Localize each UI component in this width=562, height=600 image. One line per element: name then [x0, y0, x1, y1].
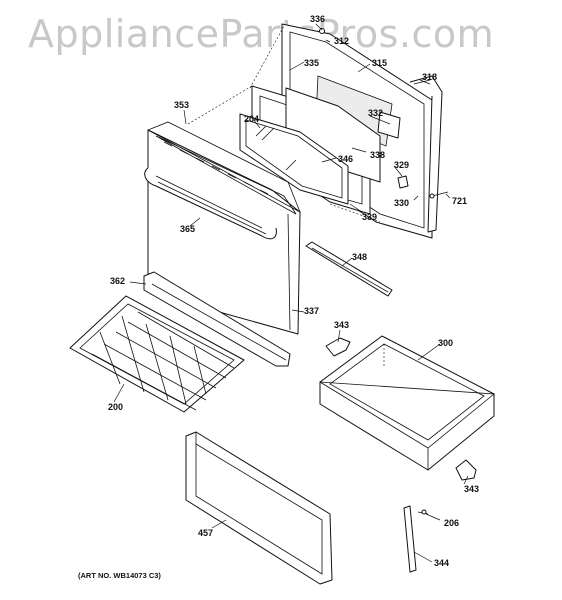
- callout-346: 346: [338, 154, 353, 164]
- callout-200: 200: [108, 402, 123, 412]
- drawer-glide-right: [455, 459, 477, 481]
- watermark-text: AppliancePartsPros.com: [28, 12, 495, 56]
- callout-300: 300: [438, 338, 453, 348]
- drawer-side-rail: [403, 505, 429, 573]
- callout-332: 332: [368, 108, 383, 118]
- callout-339: 339: [362, 212, 377, 222]
- callout-329: 329: [394, 160, 409, 170]
- callout-336: 336: [310, 14, 325, 24]
- callout-315: 315: [372, 58, 387, 68]
- callout-343-right: 343: [464, 484, 479, 494]
- callout-362: 362: [110, 276, 125, 286]
- callout-204: 204: [244, 114, 259, 124]
- callout-457: 457: [198, 528, 213, 538]
- callout-337: 337: [304, 306, 319, 316]
- drawer-glide-left: [325, 337, 351, 357]
- callout-344: 344: [434, 558, 449, 568]
- screw-336: [319, 28, 325, 34]
- callout-330: 330: [394, 198, 409, 208]
- callout-labels: 336 312 335 315 318 353 204 332 346 338 …: [78, 14, 479, 580]
- oven-rack: [69, 295, 245, 413]
- art-number-caption: (ART NO. WB14073 C3): [78, 571, 161, 580]
- callout-338: 338: [370, 150, 385, 160]
- inner-window-glass: [239, 113, 349, 205]
- screw-721: [429, 191, 449, 199]
- callout-721: 721: [452, 196, 467, 206]
- alignment-lines: [187, 25, 381, 223]
- door-gasket-strip: [409, 75, 443, 233]
- callout-312: 312: [334, 36, 349, 46]
- leader-lines: [113, 23, 469, 563]
- storage-drawer: [319, 335, 496, 471]
- lower-trim-bar: [143, 271, 291, 367]
- callout-206: 206: [444, 518, 459, 528]
- callout-348: 348: [352, 252, 367, 262]
- door-hinge-bracket: [377, 111, 401, 139]
- callout-318: 318: [422, 72, 437, 82]
- rack-wires: [91, 311, 235, 411]
- callout-365: 365: [180, 224, 195, 234]
- callout-353: 353: [174, 100, 189, 110]
- door-vent-slots: [163, 141, 269, 195]
- outer-door-front: [144, 121, 301, 335]
- callout-335: 335: [304, 58, 319, 68]
- door-bottom-trim: [305, 241, 393, 297]
- drawer-front-panel: [185, 431, 333, 585]
- door-handle: [144, 167, 277, 240]
- callout-343-left: 343: [334, 320, 349, 330]
- bracket-329: [397, 175, 409, 189]
- screw-206: [421, 509, 427, 515]
